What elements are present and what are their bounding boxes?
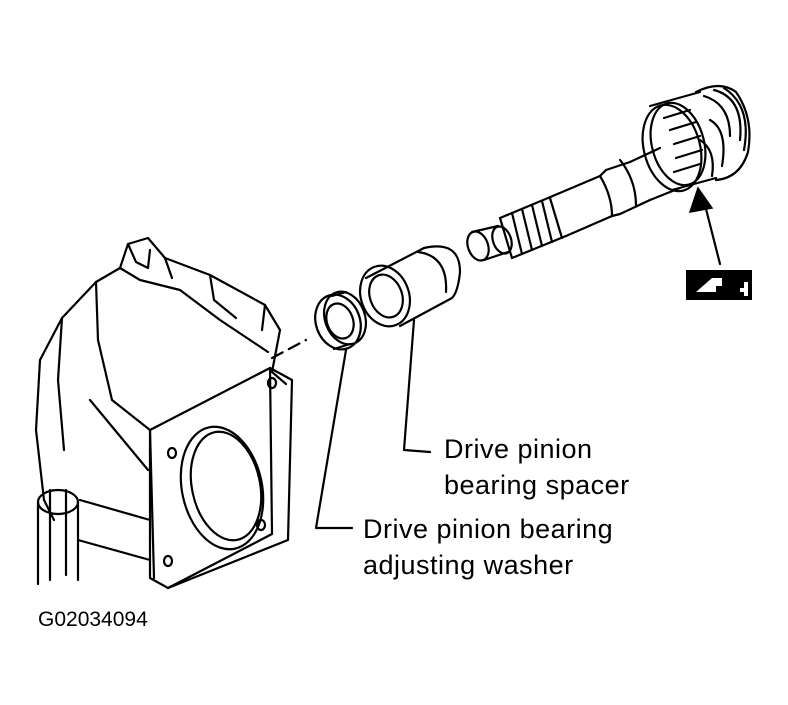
carrier-housing (34, 236, 294, 590)
adjusting-washer-part (314, 290, 368, 351)
washer-leader-line (314, 348, 354, 530)
drive-pinion-shaft (466, 146, 682, 262)
assembly-centerline (270, 338, 308, 360)
spacer-label-line2: bearing spacer (444, 470, 630, 500)
washer-label-line2: adjusting washer (363, 550, 574, 580)
washer-label-line1: Drive pinion bearing (363, 514, 614, 544)
spacer-leader-line (402, 318, 432, 454)
pinion-gear-bearing (641, 84, 751, 193)
spacer-label-line1: Drive pinion (444, 434, 593, 464)
lubricate-arrowhead (688, 186, 714, 213)
figure-code: G02034094 (38, 608, 148, 631)
bearing-spacer-part (358, 245, 462, 328)
grease-gun-icon (686, 270, 752, 300)
lubricate-arrow-shaft (703, 203, 722, 266)
